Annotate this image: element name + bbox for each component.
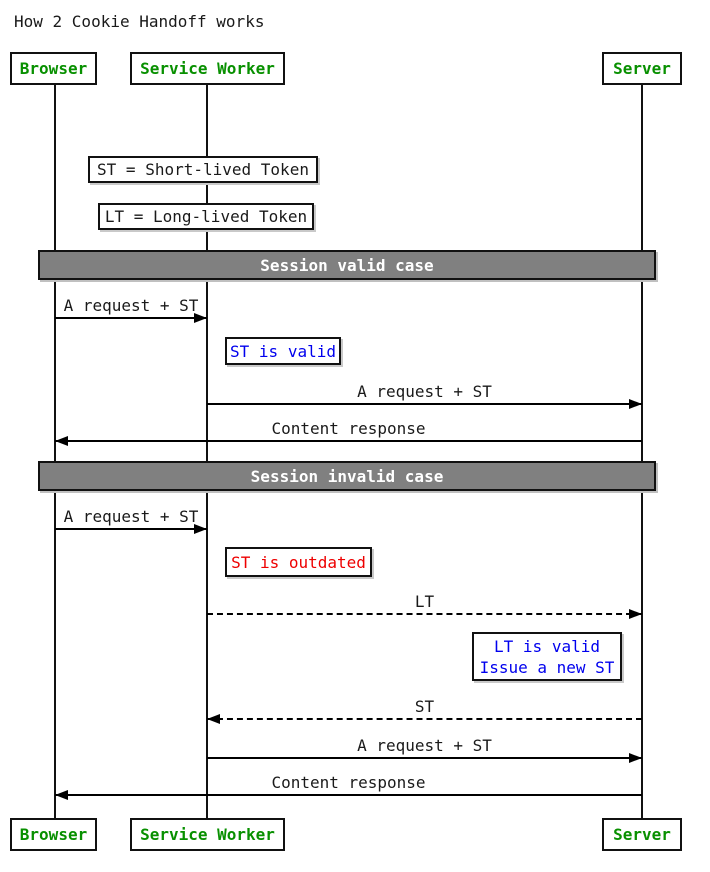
note-st-definition: ST = Short-lived Token xyxy=(88,156,318,183)
actor-box-browser-top: Browser xyxy=(10,52,97,85)
actor-box-service-worker-top: Service Worker xyxy=(130,52,285,85)
arrowhead-right-icon xyxy=(629,399,642,409)
divider-session-invalid: Session invalid case xyxy=(38,461,656,491)
divider-session-invalid-label: Session invalid case xyxy=(250,466,444,486)
arrowhead-right-icon xyxy=(194,313,207,323)
message-request-st-3: A request + ST xyxy=(55,507,207,534)
message-label: A request + ST xyxy=(63,296,199,315)
message-lt: LT xyxy=(207,592,642,619)
message-line xyxy=(55,436,642,446)
note-st-is-outdated: ST is outdated xyxy=(225,547,372,577)
arrowhead-right-icon xyxy=(629,609,642,619)
message-line xyxy=(55,524,207,534)
arrowhead-left-icon xyxy=(207,714,220,724)
arrowhead-right-icon xyxy=(194,524,207,534)
message-label: A request + ST xyxy=(357,736,492,755)
message-request-st-1: A request + ST xyxy=(55,296,207,323)
message-line xyxy=(207,753,642,763)
message-line xyxy=(55,790,642,800)
note-lt-definition: LT = Long-lived Token xyxy=(98,203,314,230)
message-label: A request + ST xyxy=(357,382,492,401)
note-lt-is-valid: LT is valid Issue a new ST xyxy=(472,632,622,681)
message-line-dashed xyxy=(207,714,642,724)
message-label: LT xyxy=(414,592,435,611)
message-content-response-2: Content response xyxy=(55,773,642,800)
message-label: ST xyxy=(414,697,435,716)
note-line-1: LT is valid xyxy=(494,636,600,656)
arrowhead-right-icon xyxy=(629,753,642,763)
note-st-is-valid: ST is valid xyxy=(225,337,341,365)
message-label: A request + ST xyxy=(63,507,199,526)
actor-box-server-bottom: Server xyxy=(602,818,682,851)
divider-session-valid: Session valid case xyxy=(38,250,656,280)
message-label: Content response xyxy=(271,773,426,792)
message-label: Content response xyxy=(271,419,426,438)
diagram-title: How 2 Cookie Handoff works xyxy=(14,12,265,31)
message-st: ST xyxy=(207,697,642,724)
message-line xyxy=(207,399,642,409)
actor-box-browser-bottom: Browser xyxy=(10,818,97,851)
actor-box-service-worker-bottom: Service Worker xyxy=(130,818,285,851)
arrowhead-left-icon xyxy=(55,790,68,800)
message-line xyxy=(55,313,207,323)
message-content-response-1: Content response xyxy=(55,419,642,446)
lifeline-service-worker xyxy=(206,85,208,818)
note-line-2: Issue a new ST xyxy=(479,657,615,677)
arrowhead-left-icon xyxy=(55,436,68,446)
lifeline-server xyxy=(641,85,643,818)
message-line-dashed xyxy=(207,609,642,619)
lifeline-browser xyxy=(54,85,56,818)
message-request-st-2: A request + ST xyxy=(207,382,642,409)
message-request-st-4: A request + ST xyxy=(207,736,642,763)
actor-box-server-top: Server xyxy=(602,52,682,85)
divider-session-valid-label: Session valid case xyxy=(260,255,434,275)
